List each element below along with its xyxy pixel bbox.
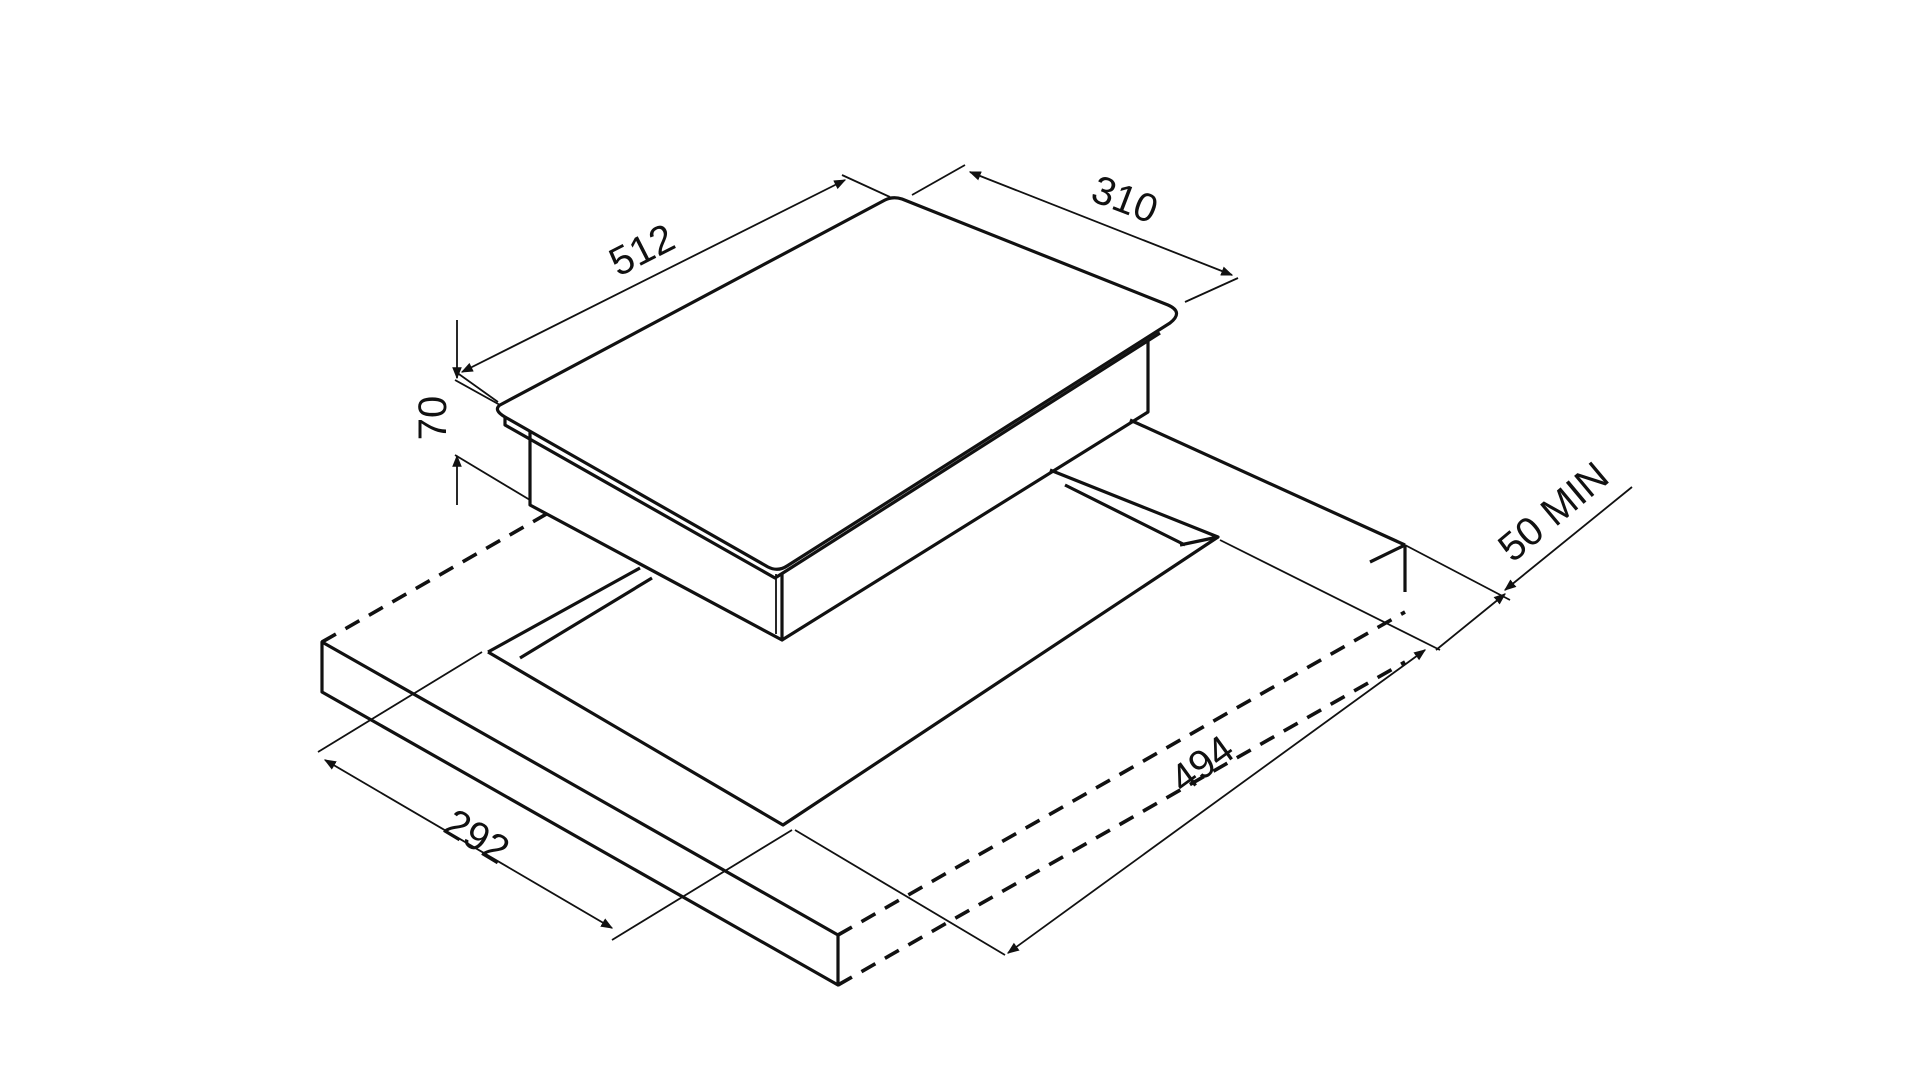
worktop-back-right-short <box>1369 543 1406 564</box>
dim-292-line <box>323 759 614 929</box>
worktop-back-edge <box>1129 418 1406 547</box>
hob-glass-edge <box>503 331 1161 580</box>
dim-512-ext-right <box>841 174 891 198</box>
cutout-inner-left-lip <box>519 576 653 660</box>
dim-50min-line-lower <box>1435 593 1506 651</box>
worktop-front-dashed-edge-top <box>837 610 1406 937</box>
dim-70-ext-bottom <box>454 454 531 501</box>
dimension-lines <box>317 164 1633 956</box>
dim-310-line <box>968 171 1234 276</box>
hob-body-left <box>528 432 784 642</box>
dim-512-label: 512 <box>602 216 681 286</box>
dim-292-label: 292 <box>437 801 517 873</box>
dim-310-ext-left <box>911 164 966 196</box>
dim-292-ext-left <box>317 651 483 753</box>
dim-310-ext-right <box>1184 277 1239 303</box>
cutout-left-edge <box>487 566 641 654</box>
worktop <box>320 418 1407 987</box>
dim-292-ext-right <box>611 829 793 941</box>
dim-50min-line <box>1504 486 1633 591</box>
worktop-front-dashed-edge-bottom <box>837 660 1406 987</box>
dim-494-ext-left <box>794 829 1006 956</box>
dim-50min-label: 50 MIN <box>1490 454 1617 571</box>
dim-70-label: 70 <box>411 396 455 441</box>
worktop-left-dashed-edge <box>321 510 551 644</box>
dim-50min-ext-lower <box>1219 539 1441 651</box>
dimension-labels: 512 310 70 50 MIN 494 292 <box>411 167 1617 873</box>
hob-unit <box>495 196 1179 642</box>
cutout-right-lip <box>1049 468 1220 547</box>
hob-glass-top <box>495 196 1179 571</box>
dim-512-line <box>460 179 847 373</box>
cutout-opening <box>487 468 1220 827</box>
cutout-back-lip <box>1064 483 1186 547</box>
dim-494-line <box>1007 649 1426 954</box>
dim-70-ext-top <box>454 379 501 406</box>
cutout-front-edge <box>487 535 1219 827</box>
dim-512-ext-left <box>455 371 499 403</box>
hob-body-right <box>781 340 1150 642</box>
dim-50min-ext-upper <box>1404 544 1511 601</box>
